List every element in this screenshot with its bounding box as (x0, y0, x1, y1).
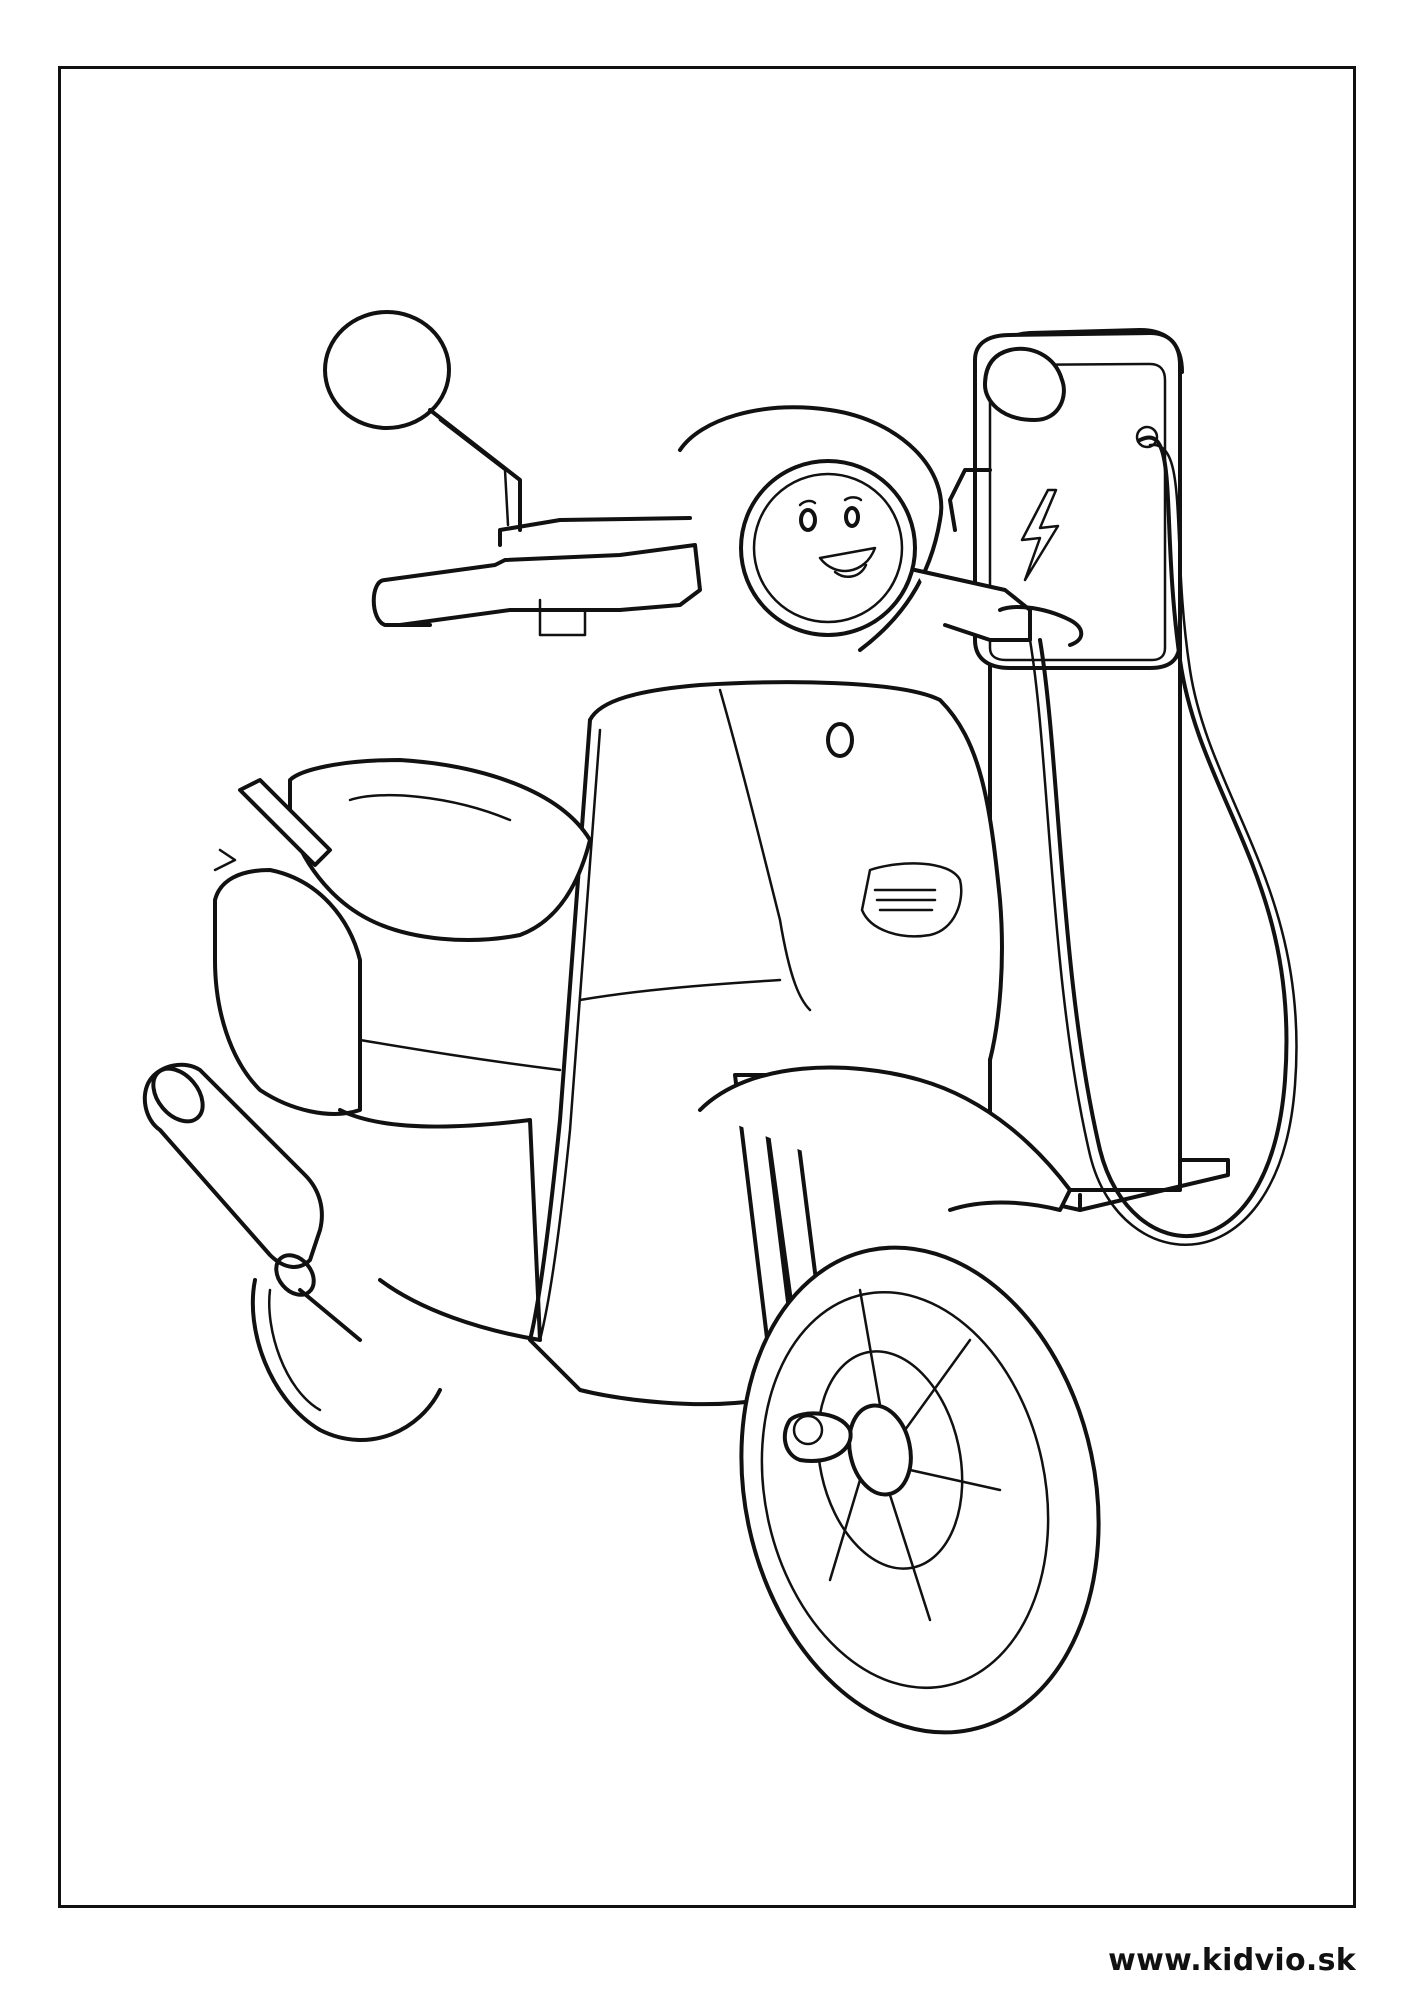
website-url: www.kidvio.sk (1108, 1943, 1356, 1978)
charging-station-icon (973, 328, 1298, 1246)
speedometer-face-icon (739, 459, 917, 637)
scooter-icon (142, 310, 1101, 1735)
lightning-bolt-icon (1020, 488, 1060, 582)
page-frame (58, 66, 1356, 1908)
